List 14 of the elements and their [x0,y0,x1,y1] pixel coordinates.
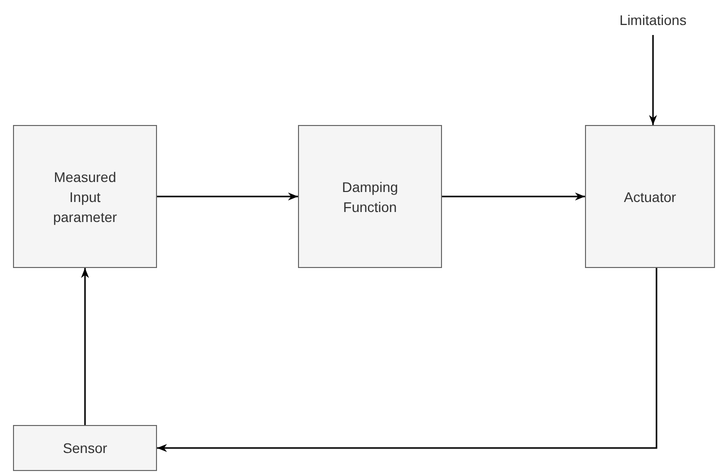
box-label: Actuator [624,188,676,206]
process-box [13,125,157,268]
arrow [157,268,658,452]
process-box [298,125,442,268]
arrow [81,268,89,425]
process-box [13,425,157,471]
arrow [157,192,298,200]
box-label: Measured Input parameter [52,168,118,226]
process-box [585,125,715,268]
arrow [649,35,657,125]
box-label: Damping Function [340,178,400,216]
box-label: Sensor [62,439,108,458]
input-label: Limitations [596,8,710,32]
arrow [442,192,585,200]
